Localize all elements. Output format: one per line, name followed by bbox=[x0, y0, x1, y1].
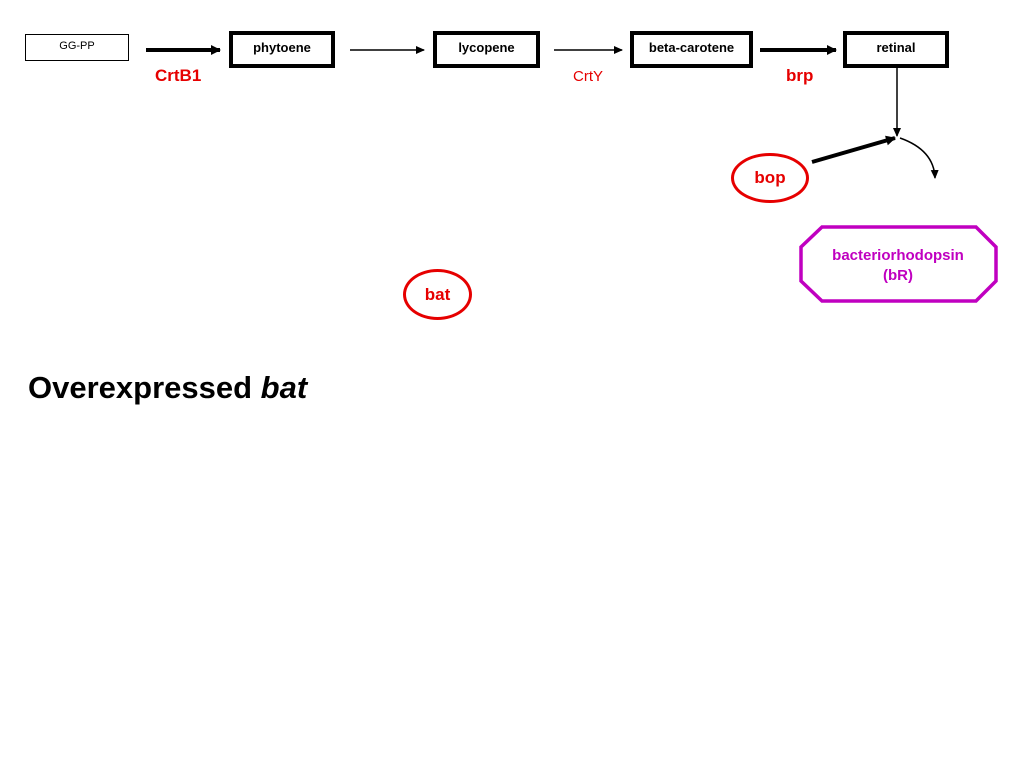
arrow-bop-to-retinal bbox=[811, 135, 896, 164]
phytoene-box: phytoene bbox=[229, 31, 335, 68]
ggpp-label: GG-PP bbox=[59, 40, 95, 52]
enzyme-crtb1: CrtB1 bbox=[155, 66, 202, 85]
beta-carotene-label: beta-carotene bbox=[648, 40, 735, 55]
product-abbrev: (bR) bbox=[883, 267, 913, 284]
retinal-label: retinal bbox=[876, 40, 916, 55]
arrow-curved-to-product bbox=[899, 137, 939, 179]
enzyme-brp: brp bbox=[786, 66, 814, 85]
retinal-box: retinal bbox=[843, 31, 949, 68]
phytoene-label: phytoene bbox=[253, 40, 311, 55]
title-prefix: Overexpressed bbox=[28, 370, 253, 405]
ggpp-box: GG-PP bbox=[25, 34, 129, 61]
lycopene-label: lycopene bbox=[458, 40, 515, 55]
product-name: bacteriorhodopsin bbox=[832, 247, 964, 264]
slide-title: Overexpressed bat bbox=[28, 370, 307, 406]
gene-bop: bop bbox=[731, 153, 809, 203]
enzyme-crty: CrtY bbox=[573, 68, 603, 85]
product-bacteriorhodopsin: bacteriorhodopsin (bR) bbox=[810, 246, 986, 286]
title-emphasis: bat bbox=[260, 370, 308, 405]
lycopene-box: lycopene bbox=[433, 31, 540, 68]
beta-carotene-box: beta-carotene bbox=[630, 31, 753, 68]
gene-bop-label: bop bbox=[754, 168, 786, 187]
gene-bat-label: bat bbox=[424, 284, 451, 304]
gene-bat: bat bbox=[403, 269, 472, 320]
